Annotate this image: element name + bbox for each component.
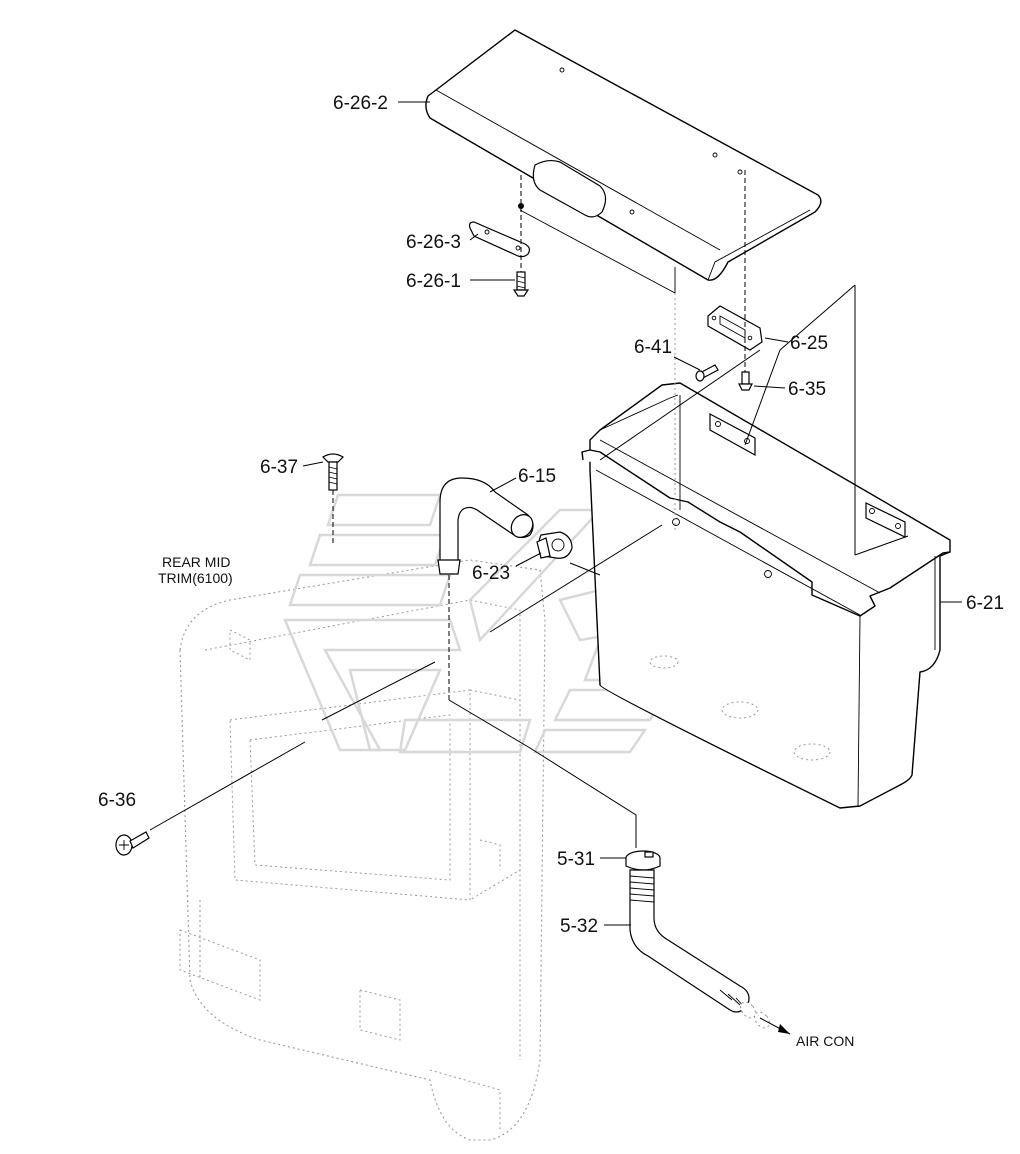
arrow-head-icon xyxy=(778,1024,790,1034)
trim-leader xyxy=(321,661,436,721)
leader-6-15 xyxy=(489,477,517,493)
label-5-31: 5-31 xyxy=(557,849,595,870)
label-6-21: 6-21 xyxy=(966,593,1004,614)
leader-6-26-3 xyxy=(469,233,479,241)
screw-6-35 xyxy=(738,371,753,391)
label-6-37: 6-37 xyxy=(260,457,298,478)
drain-connection-line xyxy=(448,699,637,848)
box-reference-line xyxy=(599,284,856,555)
leader-6-35 xyxy=(753,385,786,389)
label-air-con: AIR CON xyxy=(796,1033,854,1049)
label-6-26-3: 6-26-3 xyxy=(406,232,461,253)
hose-clamp-5-31 xyxy=(625,850,661,871)
lid-cover xyxy=(425,29,822,281)
screw-6-36-leader xyxy=(149,741,306,831)
cover-screw xyxy=(512,271,530,297)
trim-leader-3 xyxy=(569,562,601,576)
label-6-41: 6-41 xyxy=(634,337,672,358)
leader-6-41 xyxy=(673,356,701,371)
label-6-26-1: 6-26-1 xyxy=(406,271,461,292)
label-5-32: 5-32 xyxy=(560,916,598,937)
label-6-15: 6-15 xyxy=(518,466,556,487)
label-6-23: 6-23 xyxy=(472,563,510,584)
screw-6-37 xyxy=(322,453,344,491)
trim-leader-2 xyxy=(489,524,663,633)
screw-6-41 xyxy=(695,364,719,382)
hose-clamp-6-23 xyxy=(536,531,573,559)
label-6-26-2: 6-26-2 xyxy=(333,93,388,114)
drain-pipe-5-32 xyxy=(629,869,770,1029)
hinge-bracket xyxy=(707,305,763,351)
drain-hose xyxy=(437,477,534,575)
storage-box xyxy=(581,382,951,809)
leader-6-25 xyxy=(764,337,789,343)
box-reference-line-2 xyxy=(854,535,909,556)
label-rear-mid-trim-1: REAR MID xyxy=(162,554,230,570)
screw-6-36 xyxy=(115,831,150,856)
label-6-25: 6-25 xyxy=(790,333,828,354)
label-rear-mid-trim-2: TRIM(6100) xyxy=(158,570,233,586)
rear-mid-trim-ghost xyxy=(179,559,546,1141)
lid-bracket xyxy=(468,221,531,258)
rivet-dot xyxy=(518,203,524,209)
label-6-36: 6-36 xyxy=(98,790,136,811)
leader-6-37 xyxy=(302,461,324,467)
label-6-35: 6-35 xyxy=(788,379,826,400)
leader-6-23 xyxy=(515,552,542,567)
